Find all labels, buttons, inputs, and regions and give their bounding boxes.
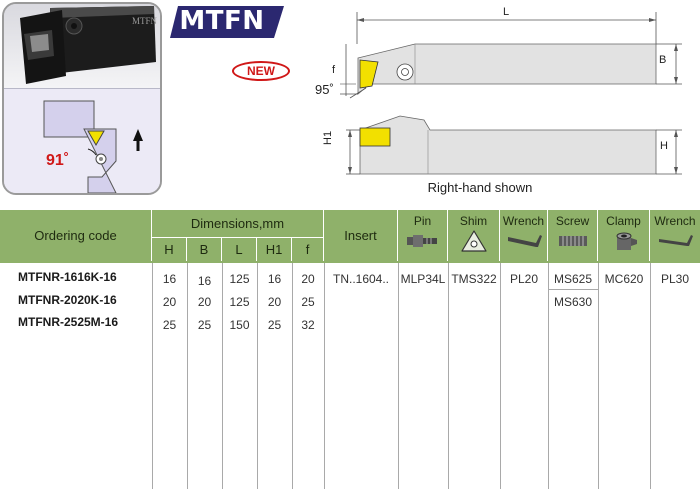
table-row-code: MTFNR-2525M-16	[18, 315, 119, 329]
cell-B: 20	[197, 295, 212, 309]
dim-H1-label: H1	[322, 130, 334, 145]
header-dim-H1: H1	[257, 237, 292, 261]
cell-H1: 16	[267, 272, 282, 286]
cell-H1: 20	[267, 295, 282, 309]
dim-f-label: f	[332, 64, 336, 76]
header-ordering-code: Ordering code	[0, 210, 152, 261]
cell-screw: MS630	[553, 295, 593, 309]
dim-B-label: B	[659, 54, 667, 66]
header-dim-B: B	[187, 237, 222, 261]
cell-insert: TN..1604..	[332, 272, 390, 286]
tool-holder-photo-icon: MTFN	[20, 6, 158, 84]
table-row-code: MTFNR-1616K-16	[18, 270, 117, 284]
column-separator	[448, 263, 449, 489]
cell-L: 150	[229, 318, 250, 332]
column-separator	[257, 263, 258, 489]
header-dim-f: f	[292, 237, 324, 261]
dim-L-label: L	[503, 6, 510, 18]
cell-clamp: MC620	[604, 272, 644, 286]
cell-H: 20	[162, 295, 177, 309]
tool-photo-panel: MTFN 91˚	[2, 2, 162, 195]
cell-f: 32	[301, 318, 315, 332]
header-insert: Insert	[324, 210, 398, 261]
tool-photo: MTFN	[4, 4, 160, 88]
cell-wrench-2: PL30	[660, 272, 690, 286]
header-dimensions: Dimensions,mm	[152, 210, 324, 237]
clamp-icon	[616, 232, 637, 250]
cell-B: 25	[197, 318, 212, 332]
drawing-caption: Right-hand shown	[427, 180, 533, 195]
cell-H: 16	[162, 272, 177, 286]
angle-diagram-drawing	[43, 100, 143, 193]
dim-H-label: H	[660, 140, 668, 152]
photo-logo-text: MTFN	[132, 16, 158, 26]
column-separator	[324, 263, 325, 489]
cell-H: 25	[162, 318, 177, 332]
cell-H1: 25	[267, 318, 282, 332]
header-wrench-1: Wrench	[500, 210, 548, 261]
angle-95-label: 95˚	[315, 82, 334, 97]
header-wrench-1-label: Wrench	[502, 214, 545, 228]
column-separator	[152, 263, 153, 489]
header-pin: Pin	[398, 210, 448, 261]
header-clamp: Clamp	[598, 210, 650, 261]
header-wrench-2: Wrench	[650, 210, 700, 261]
column-separator	[222, 263, 223, 489]
header-screw: Screw	[548, 210, 598, 261]
header-shim: Shim	[448, 210, 500, 261]
column-separator	[292, 263, 293, 489]
angle-91-label: 91˚	[46, 152, 70, 169]
wrench-icon	[507, 235, 542, 247]
header-dim-H: H	[152, 237, 187, 261]
header-dim-L: L	[222, 237, 257, 261]
column-separator	[187, 263, 188, 489]
column-separator	[548, 263, 549, 489]
column-separator	[650, 263, 651, 489]
new-badge: NEW	[232, 61, 290, 81]
page-title: MTFN	[179, 6, 265, 36]
column-separator	[500, 263, 501, 489]
shim-icon	[460, 230, 487, 252]
angle-diagram: 91˚	[4, 88, 160, 193]
column-separator	[598, 263, 599, 489]
cell-pin: MLP34L	[400, 272, 446, 286]
pin-icon	[406, 235, 437, 247]
header-clamp-label: Clamp	[606, 214, 641, 228]
cell-wrench-1: PL20	[509, 272, 539, 286]
header-pin-label: Pin	[413, 214, 432, 228]
screw-divider	[549, 289, 598, 290]
technical-drawing	[340, 12, 682, 175]
wrench-icon	[659, 235, 693, 246]
screw-icon	[558, 236, 587, 246]
cell-screw: MS625	[553, 272, 593, 286]
header-divider	[0, 261, 700, 263]
cell-B: 16	[197, 274, 212, 288]
header-shim-label: Shim	[459, 214, 488, 228]
cell-shim: TMS322	[451, 272, 497, 286]
cell-L: 125	[229, 295, 250, 309]
cell-f: 20	[301, 272, 315, 286]
title-badge-shape	[170, 6, 284, 38]
header-screw-label: Screw	[555, 214, 590, 228]
cell-L: 125	[229, 272, 250, 286]
cell-f: 25	[301, 295, 315, 309]
header-wrench-2-label: Wrench	[654, 214, 696, 228]
table-row-code: MTFNR-2020K-16	[18, 293, 117, 307]
column-separator	[398, 263, 399, 489]
